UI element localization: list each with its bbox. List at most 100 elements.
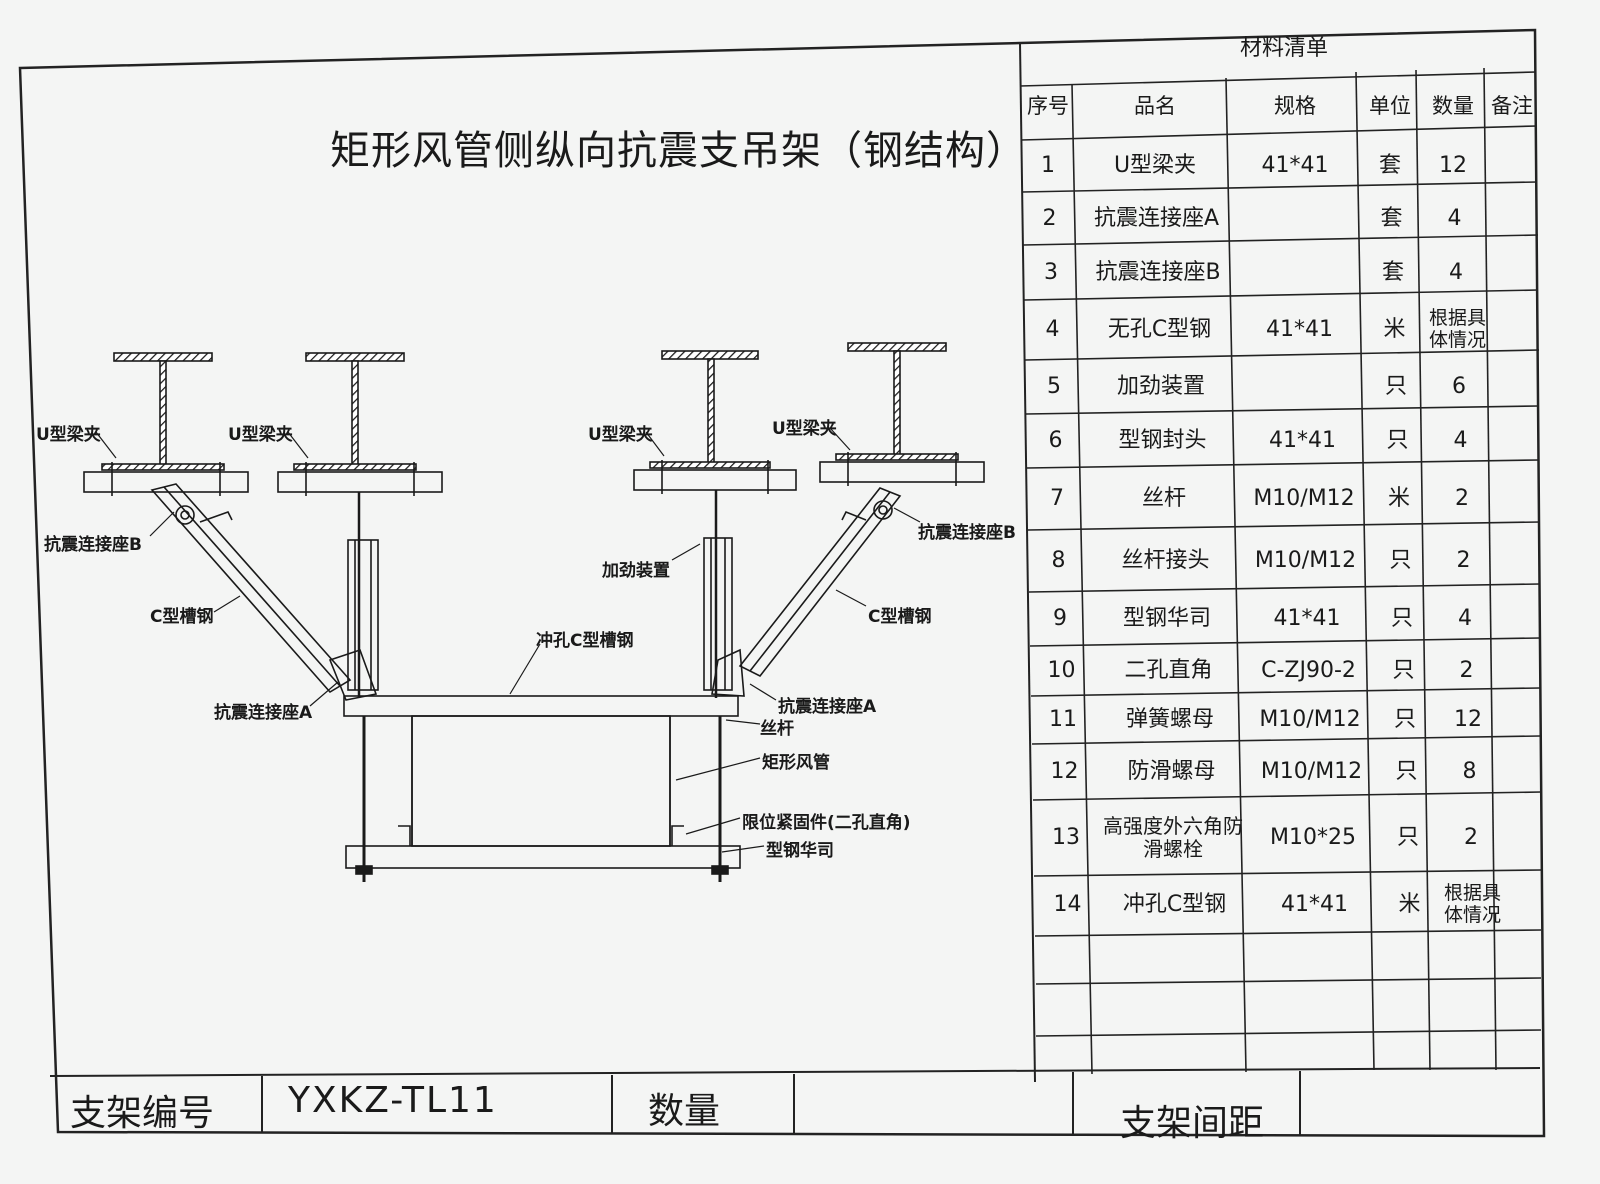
bom-cell-r7-c3: 米 [1387, 486, 1410, 512]
bom-cell-r11-c1: 弹簧螺母 [1125, 707, 1214, 733]
label-seat-b-right: 抗震连接座B [918, 523, 1016, 543]
bom-cell-r1-c0: 1 [1041, 153, 1055, 179]
bom-cell-r10-c3: 只 [1392, 658, 1415, 684]
bom-cell-r3-c2 [1235, 245, 1361, 300]
bom-header-5: 备注 [1491, 93, 1533, 118]
bom-cell-r2-c1: 抗震连接座A [1093, 205, 1220, 231]
bom-cell-r12-c0: 12 [1050, 759, 1079, 785]
bom-header-2: 规格 [1274, 93, 1316, 118]
table-left-border [1019, 42, 1036, 1083]
u-clamp-plate-3 [633, 469, 797, 491]
label-rod: 丝杆 [760, 719, 794, 739]
bom-header-1: 品名 [1134, 93, 1176, 118]
bom-cell-r10-c4: 2 [1459, 658, 1474, 684]
bom-cell-r4-c0: 4 [1045, 317, 1060, 343]
bom-cell-r5-c2 [1238, 360, 1364, 414]
spacing-label: 支架间距 [1120, 1103, 1265, 1144]
bom-cell-r11-c2: M10/M12 [1259, 707, 1361, 733]
drawing-title: 矩形风管侧纵向抗震支吊架（钢结构） [330, 128, 1027, 174]
bom-cell-r2-c3: 套 [1380, 205, 1403, 231]
bom-cell-r2-c0: 2 [1042, 205, 1057, 231]
bom-cell-r9-c1: 型钢华司 [1122, 606, 1211, 632]
bom-cell-r11-c5 [1503, 696, 1551, 744]
bom-cell-r4-c1: 无孔C型钢 [1107, 317, 1212, 343]
bom-cell-r10-c0: 10 [1047, 658, 1076, 684]
bom-cell-r9-c5 [1500, 592, 1548, 646]
bom-cell-r7-c0: 7 [1050, 486, 1064, 512]
bom-cell-r4-c5 [1493, 300, 1541, 360]
bom-cell-r13-c4: 2 [1464, 825, 1478, 851]
bom-cell-r5-c0: 5 [1047, 374, 1061, 400]
punched-c-channel-top [343, 695, 739, 717]
bom-cell-r11-c3: 只 [1393, 707, 1416, 733]
footer-top-line [49, 1067, 1541, 1077]
bracket-no-value: YXKZ-TL11 [288, 1080, 498, 1121]
bom-cell-r12-c2: M10/M12 [1260, 759, 1363, 785]
bom-cell-r8-c4: 2 [1456, 548, 1471, 574]
bom-cell-r8-c0: 8 [1051, 548, 1066, 574]
seat-a-left [328, 648, 378, 701]
bom-cell-r5-c3: 只 [1384, 374, 1407, 400]
bom-cell-r8-c1: 丝杆接头 [1121, 548, 1210, 574]
label-u-clamp-1: U型梁夹 [36, 425, 101, 445]
seat-a-right [711, 648, 745, 697]
beam-4 [847, 342, 947, 352]
bom-cell-r1-c4: 12 [1439, 153, 1467, 179]
u-clamp-plate-4 [819, 461, 985, 483]
bracket-no-label: 支架编号 [70, 1093, 215, 1134]
label-seat-a-right: 抗震连接座A [778, 697, 877, 717]
c-channel-right [738, 487, 902, 678]
bom-cell-r3-c1: 抗震连接座B [1095, 259, 1221, 285]
bom-cell-r12-c4: 8 [1462, 759, 1477, 785]
label-seat-b-left: 抗震连接座B [44, 535, 142, 555]
bom-cell-r11-c0: 11 [1049, 707, 1077, 733]
bom-cell-r1-c3: 套 [1378, 153, 1401, 179]
bom-cell-r1-c5 [1488, 140, 1536, 192]
stiffener-right [703, 537, 733, 691]
bom-cell-r11-c4: 12 [1454, 707, 1482, 733]
beam-1 [113, 352, 213, 362]
bom-cell-r9-c4: 4 [1458, 606, 1472, 632]
beam-2 [305, 352, 405, 362]
bom-cell-r12-c3: 只 [1395, 759, 1418, 785]
bom-cell-r10-c5 [1502, 646, 1550, 696]
label-punched-c-channel: 冲孔C型槽钢 [536, 631, 634, 651]
bom-cell-r3-c4: 4 [1449, 259, 1463, 285]
bom-cell-r4-c3: 米 [1383, 317, 1406, 343]
label-stiffener: 加劲装置 [602, 561, 670, 581]
bom-cell-r7-c1: 丝杆 [1141, 486, 1186, 512]
bom-header-0: 序号 [1027, 93, 1069, 118]
bom-cell-r13-c0: 13 [1052, 825, 1080, 851]
bom-cell-r7-c2: M10/M12 [1253, 486, 1355, 512]
bom-cell-r14-c4: 根据具体情况 [1443, 882, 1501, 926]
bom-cell-r14-c0: 14 [1053, 892, 1082, 918]
label-c-channel-left: C型槽钢 [150, 607, 214, 627]
bom-cell-r6-c5 [1496, 414, 1544, 468]
bom-cell-r9-c3: 只 [1390, 606, 1413, 632]
rect-duct [411, 715, 671, 847]
label-limit-fastener: 限位紧固件(二孔直角) [742, 813, 911, 833]
bom-cell-r5-c1: 加劲装置 [1116, 374, 1205, 400]
bom-cell-r6-c1: 型钢封头 [1118, 428, 1207, 454]
bom-cell-r13-c2: M10*25 [1270, 825, 1356, 851]
label-c-channel-right: C型槽钢 [868, 607, 932, 627]
bom-cell-r13-c3: 只 [1396, 825, 1419, 851]
bom-cell-r10-c2: C-ZJ90-2 [1261, 658, 1356, 684]
bom-cell-r8-c5 [1499, 530, 1547, 592]
label-duct: 矩形风管 [762, 753, 830, 773]
label-washer: 型钢华司 [766, 841, 834, 861]
bom-header-4: 数量 [1432, 93, 1474, 118]
bom-cell-r2-c2 [1234, 192, 1360, 245]
bom-cell-r13-c5 [1506, 800, 1554, 876]
u-clamp-plate-1 [83, 471, 249, 493]
bom-cell-r6-c3: 只 [1386, 428, 1409, 454]
bom-cell-r14-c3: 米 [1398, 892, 1421, 918]
bom-cell-r12-c5 [1505, 744, 1553, 800]
label-u-clamp-2: U型梁夹 [228, 425, 293, 445]
bom-cell-r3-c5 [1491, 245, 1539, 300]
bom-cell-r13-c1: 高强度外六角防滑螺栓 [1103, 814, 1243, 861]
bom-grid [1019, 67, 1542, 1075]
stiffener-left [347, 539, 379, 691]
bom-title: 材料清单 [1240, 36, 1329, 61]
